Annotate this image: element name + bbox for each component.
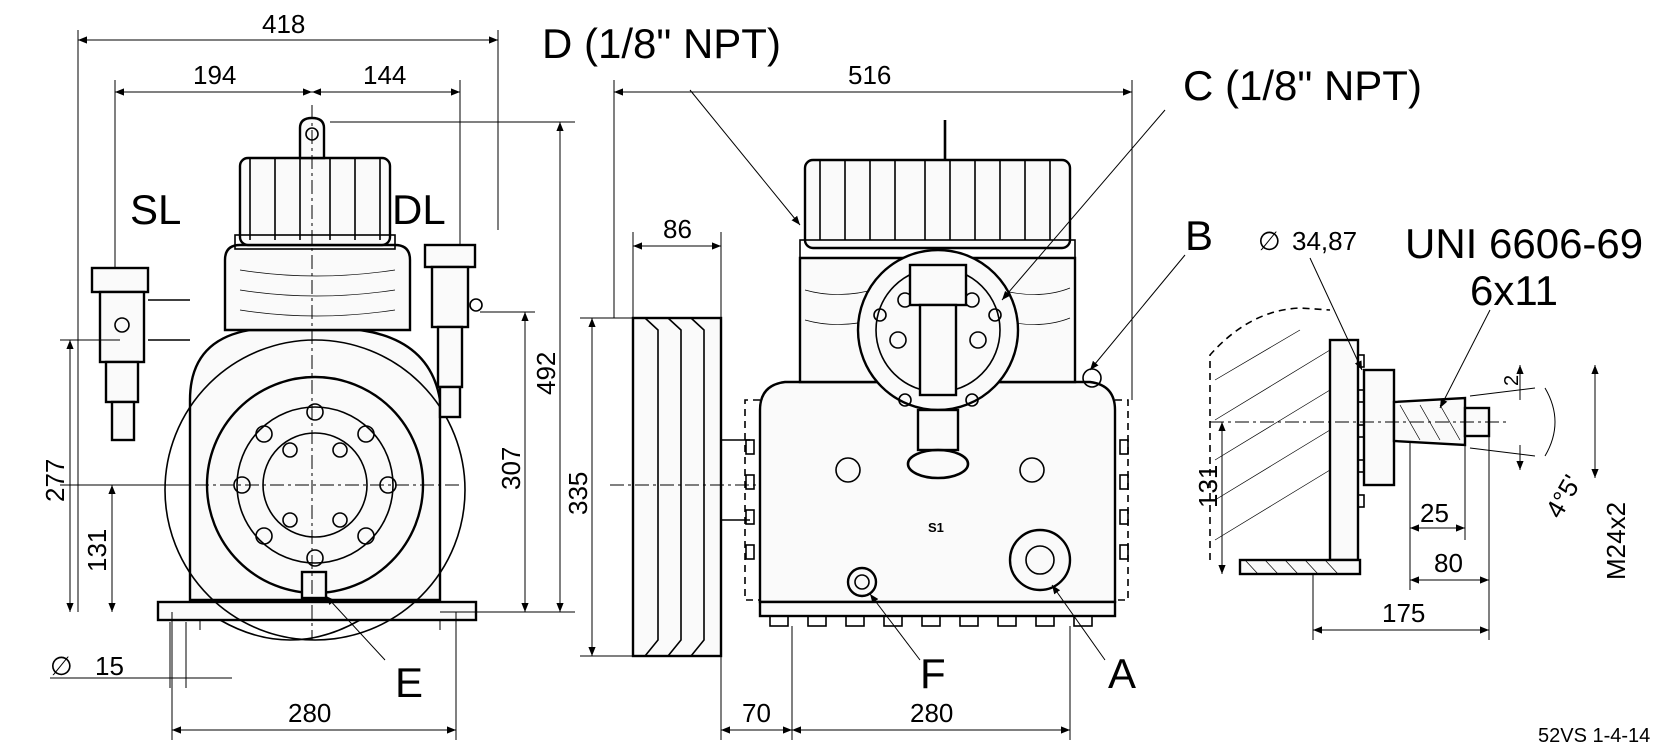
body-mark-s1: S1: [928, 520, 944, 535]
dim-shaft-25: 25: [1420, 498, 1449, 528]
pulley: [610, 316, 760, 658]
side-bolts: [745, 439, 1129, 560]
label-key-standard: UNI 6606-69: [1405, 220, 1643, 267]
label-key-size: 6x11: [1470, 267, 1558, 314]
feet: [769, 615, 1093, 627]
dim-144: 144: [363, 60, 406, 90]
label-b: B: [1185, 212, 1213, 259]
label-sl: SL: [130, 186, 181, 233]
diameter-symbol-shaft: ∅: [1258, 226, 1281, 256]
dim-shaft-175: 175: [1382, 598, 1425, 628]
dim-shaft-thread: M24x2: [1601, 502, 1631, 580]
dim-280-side: 280: [910, 698, 953, 728]
dim-shaft-diameter: 34,87: [1292, 226, 1357, 256]
diameter-symbol-front: ∅: [50, 651, 73, 681]
dim-335: 335: [563, 472, 593, 515]
leader-lines: [325, 89, 1491, 661]
dim-shaft-angle: 4°5': [1539, 470, 1587, 523]
flange-bolts: [233, 403, 397, 567]
label-texts: SL DL D (1/8" NPT) C (1/8" NPT) B E F A …: [130, 20, 1650, 747]
dim-70: 70: [742, 698, 771, 728]
discharge-valve-dl: [423, 243, 483, 419]
dim-492: 492: [531, 352, 561, 395]
front-view: [90, 105, 483, 641]
dimension-lines: [50, 30, 1599, 740]
dim-86: 86: [663, 214, 692, 244]
dim-194: 194: [193, 60, 236, 90]
label-d: D (1/8" NPT): [542, 20, 781, 67]
dim-shaft-2: 2: [1501, 375, 1523, 386]
pump-bolts: [873, 292, 1002, 407]
label-a: A: [1108, 650, 1136, 697]
dim-131-front: 131: [82, 529, 112, 572]
dim-280-front: 280: [288, 698, 331, 728]
drawing-code: 52VS 1-4-14: [1538, 725, 1650, 747]
suction-valve-sl: [90, 266, 190, 442]
label-c: C (1/8" NPT): [1183, 62, 1422, 109]
label-dl: DL: [392, 186, 446, 233]
dim-418: 418: [262, 9, 305, 39]
dim-shaft-131: 131: [1193, 465, 1223, 508]
dim-307: 307: [496, 447, 526, 490]
dim-15: 15: [95, 651, 124, 681]
dim-516: 516: [848, 60, 891, 90]
dim-277: 277: [40, 459, 70, 502]
label-f: F: [920, 650, 946, 697]
side-view: S1: [610, 120, 1129, 658]
shaft-detail: [1209, 307, 1536, 576]
dim-shaft-80: 80: [1434, 548, 1463, 578]
dimension-texts: 418 194 144 492 307 277 131 ∅ 15 280 516…: [40, 9, 1631, 728]
label-e: E: [395, 659, 423, 706]
